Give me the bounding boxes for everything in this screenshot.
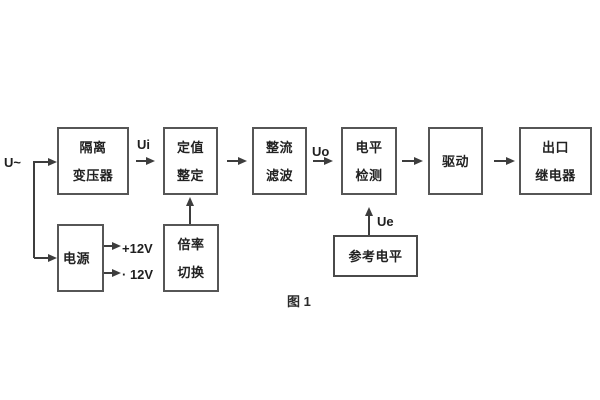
block-rate-switch: 倍率 切换 xyxy=(163,224,219,292)
block-level-detection: 电平 检测 xyxy=(341,127,397,195)
block-drive: 驱动 xyxy=(428,127,483,195)
block-reference-level: 参考电平 xyxy=(333,235,418,277)
block-isolation-transformer: 隔离 变压器 xyxy=(57,127,129,195)
block-label: 倍率 xyxy=(177,236,205,252)
block-label: 定值 xyxy=(176,139,204,155)
block-label: 切换 xyxy=(177,264,205,280)
block-label: 整流 xyxy=(265,139,293,155)
block-rectifier-filter: 整流 滤波 xyxy=(252,127,307,195)
label-ui: Ui xyxy=(137,137,150,152)
block-label: 检测 xyxy=(355,167,383,183)
block-power-supply: 电源 xyxy=(57,224,104,292)
block-label: 驱动 xyxy=(441,153,469,169)
block-label: 继电器 xyxy=(535,167,576,183)
label-uo: Uo xyxy=(312,144,330,159)
block-label: 整定 xyxy=(176,167,204,183)
label-ue: Ue xyxy=(377,214,394,229)
figure-caption: 图 1 xyxy=(287,294,311,309)
block-setting: 定值 整定 xyxy=(163,127,218,195)
block-label: 滤波 xyxy=(265,167,293,183)
block-label: 电平 xyxy=(355,139,383,155)
label-plus-12v: +12V xyxy=(122,241,153,256)
block-label: 参考电平 xyxy=(348,248,403,264)
block-label: 变压器 xyxy=(72,167,114,183)
block-label: 电源 xyxy=(63,250,91,266)
block-label: 隔离 xyxy=(79,139,107,155)
block-label: 出口 xyxy=(541,139,569,155)
block-output-relay: 出口 继电器 xyxy=(519,127,592,195)
label-u-input: U~ xyxy=(4,155,21,170)
label-minus-12v: · 12V xyxy=(122,267,154,282)
